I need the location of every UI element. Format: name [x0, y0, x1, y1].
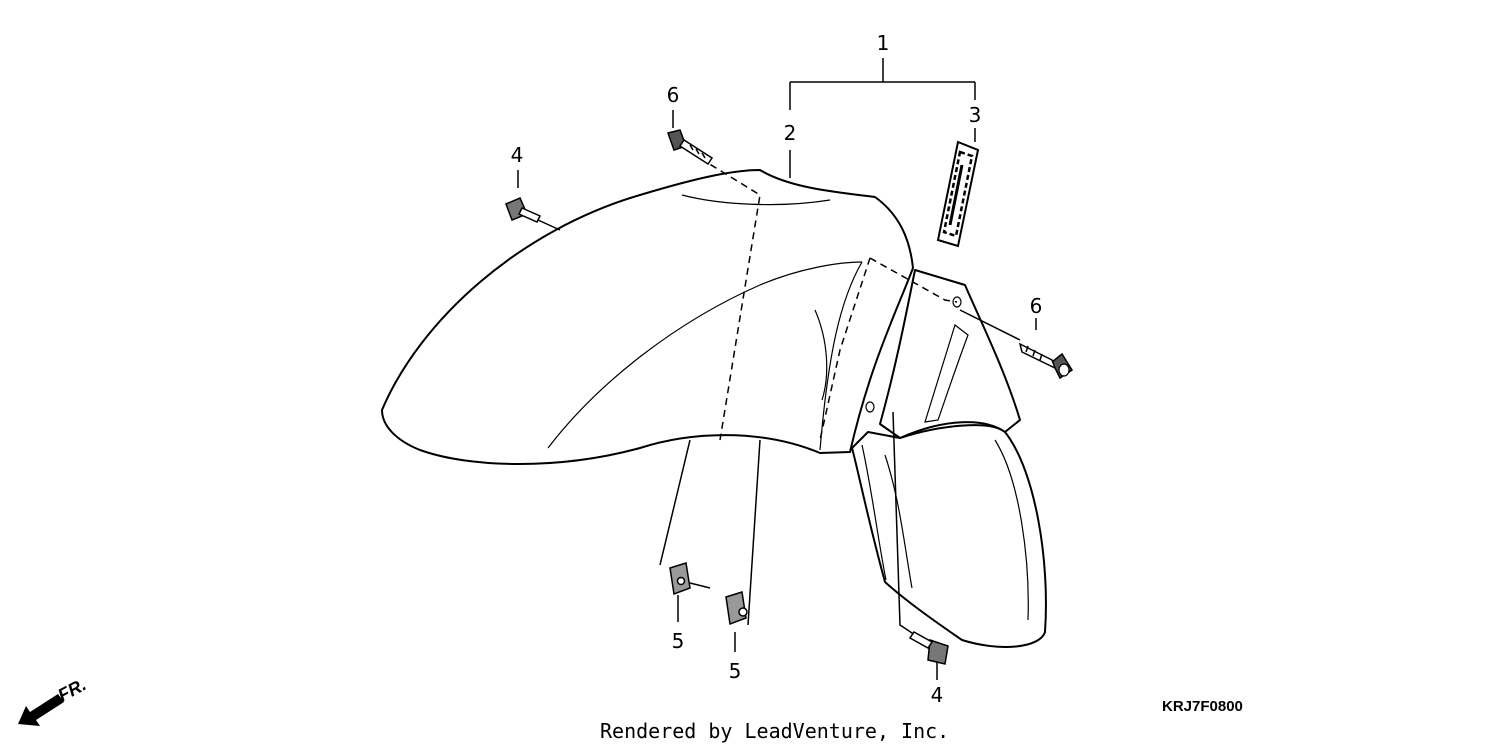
callout-6-top: 6 [667, 83, 680, 107]
leader-lines [517, 58, 1037, 680]
front-fender [381, 169, 914, 465]
clip-nut-5-right [725, 591, 748, 626]
callout-5-right: 5 [729, 659, 742, 683]
render-credit: Rendered by LeadVenture, Inc. [600, 719, 949, 743]
callout-4-bottom: 4 [931, 683, 944, 707]
rear-fender-panel [851, 424, 1047, 648]
diagram-code: KRJ7F0800 [1162, 698, 1243, 715]
front-direction-arrow-icon [18, 694, 64, 726]
callout-1: 1 [877, 31, 890, 55]
callout-2: 2 [784, 121, 797, 145]
callout-4-left: 4 [511, 143, 524, 167]
clip-nut-5-left [669, 562, 691, 596]
fender-bracket [865, 269, 1021, 439]
callout-3: 3 [969, 103, 982, 127]
screw-4-bottom [908, 631, 949, 665]
callout-6-right: 6 [1030, 294, 1043, 318]
bolt-6-right [1018, 342, 1074, 380]
bolt-6-top [667, 129, 714, 166]
callout-5-left: 5 [672, 629, 685, 653]
screw-4-left [505, 197, 542, 223]
hidden-lines [689, 151, 958, 441]
emblem-part [936, 140, 980, 248]
